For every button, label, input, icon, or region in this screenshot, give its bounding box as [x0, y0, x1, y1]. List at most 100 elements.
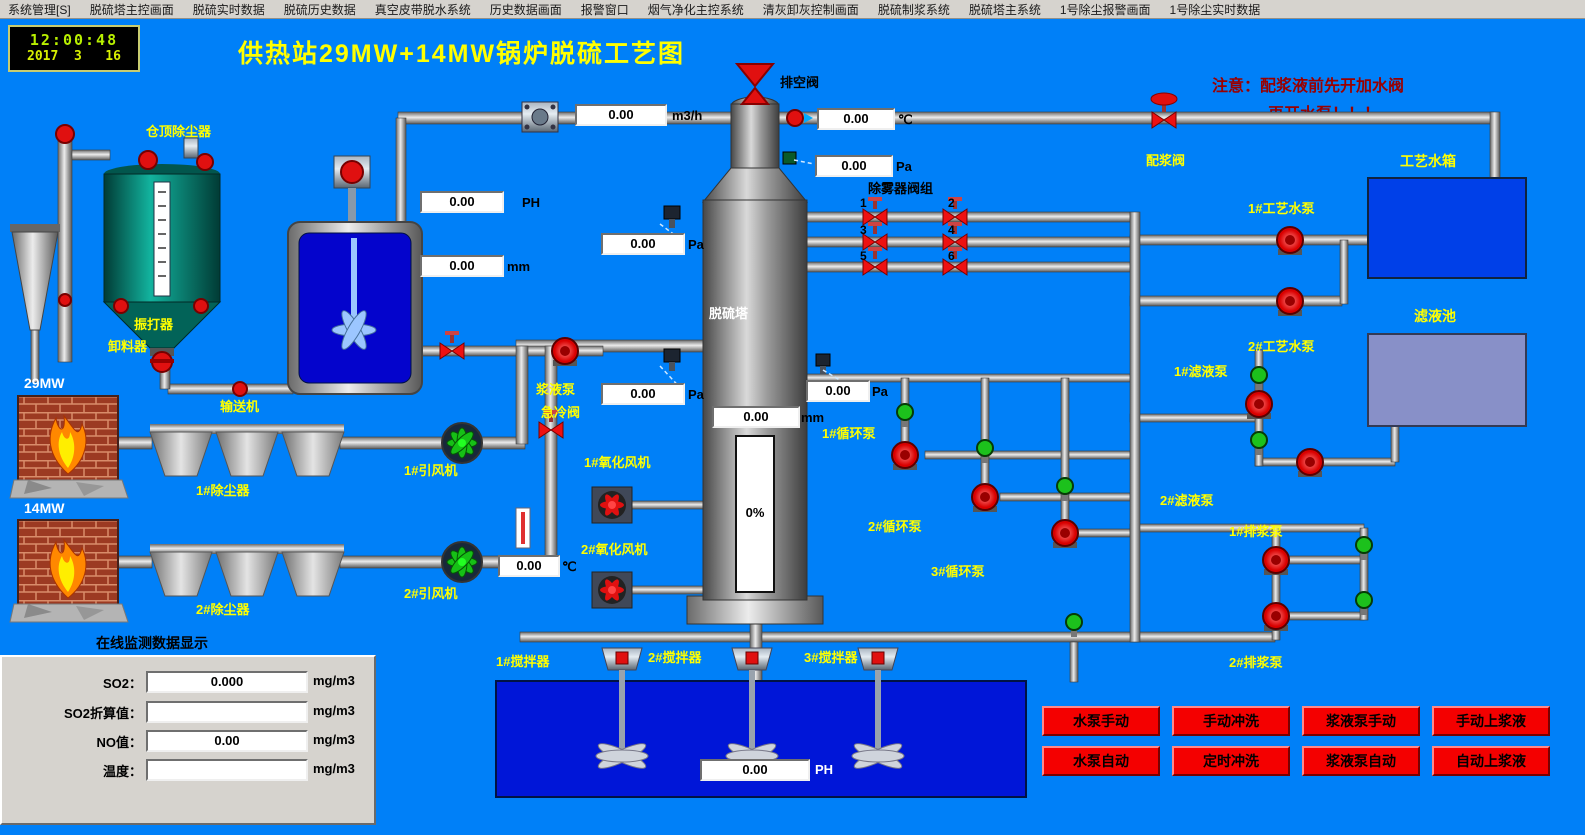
label-circulation-pump-3: 3#循环泵 — [931, 564, 985, 579]
tower-level-percent: 0% — [745, 505, 765, 520]
slurry-pump-auto-button[interactable]: 浆液泵自动 — [1302, 746, 1420, 776]
oxidation-fan-2[interactable] — [591, 571, 633, 609]
label-mixing-valve: 配浆阀 — [1146, 153, 1186, 168]
circulation-valve-1[interactable] — [896, 403, 914, 428]
menu-item-tower-main[interactable]: 脱硫塔主控画面 — [89, 2, 174, 17]
slurry-pump[interactable] — [551, 337, 579, 367]
label-discharge-pump-2: 2#排浆泵 — [1229, 655, 1283, 670]
pool-ph-display: 0.00 — [700, 759, 810, 781]
level-pipe-indicators — [55, 124, 75, 307]
conveyor-indicator — [232, 381, 248, 397]
induced-draft-fan-1[interactable] — [441, 422, 483, 464]
filtrate-pool-tank — [1367, 333, 1527, 427]
circulation-valve-2[interactable] — [976, 439, 994, 464]
label-slurry-pump: 浆液泵 — [536, 382, 576, 397]
label-dust-collector-1: 1#除尘器 — [196, 483, 250, 498]
filtrate-valve-2[interactable] — [1250, 431, 1268, 456]
discharge-valve-2[interactable] — [1355, 591, 1373, 616]
menu-item-history[interactable]: 脱硫历史数据 — [283, 2, 356, 17]
filtrate-pump-1[interactable] — [1245, 390, 1273, 420]
monitor-value-so2-conv — [146, 701, 308, 723]
label-vibrator: 振打器 — [134, 317, 174, 332]
label-discharge-pump-1: 1#排浆泵 — [1229, 524, 1283, 539]
monitor-value-temp — [146, 759, 308, 781]
pressure-low-display: 0.00 — [601, 383, 685, 405]
process-water-pump-2[interactable] — [1276, 287, 1304, 317]
discharge-rotary-valve[interactable] — [150, 351, 174, 373]
absorber-tower — [686, 96, 824, 625]
notice-line1: 注意：配浆液前先开加水阀 — [1212, 78, 1405, 95]
tower-level-unit: mm — [801, 410, 825, 425]
menu-item-ash-control[interactable]: 清灰卸灰控制画面 — [762, 2, 859, 17]
vent-valve[interactable] — [734, 63, 776, 105]
label-29mw: 29MW — [24, 375, 65, 391]
menu-item-vacuum-belt[interactable]: 真空皮带脱水系统 — [374, 2, 471, 17]
label-quench-valve: 急冷阀 — [541, 405, 581, 420]
tower-level-gauge — [735, 435, 775, 593]
label-filtrate-pump-1: 1#滤液泵 — [1174, 364, 1228, 379]
menu-item-realtime[interactable]: 脱硫实时数据 — [192, 2, 265, 17]
tower-pressure-display: 0.00 — [806, 380, 870, 402]
filtrate-valve-1[interactable] — [1250, 366, 1268, 391]
process-water-tank — [1367, 177, 1527, 279]
label-oxidation-fan-1: 1#氧化风机 — [584, 455, 651, 470]
slurry-discharge-pump-1[interactable] — [1262, 546, 1290, 576]
circulation-pump-3[interactable] — [1051, 519, 1079, 549]
auto-slurry-feed-button[interactable]: 自动上浆液 — [1432, 746, 1550, 776]
circulation-pump-1[interactable] — [891, 441, 919, 471]
flow-meter — [521, 101, 559, 133]
tank-ph-unit: PH — [522, 195, 541, 210]
menu-item-history-screen[interactable]: 历史数据画面 — [489, 2, 562, 17]
slurry-mixing-valve[interactable] — [1150, 92, 1178, 129]
pump-auto-button[interactable]: 水泵自动 — [1042, 746, 1160, 776]
menu-item-gas-purify[interactable]: 烟气净化主控系统 — [647, 2, 744, 17]
dust-collector-1 — [149, 424, 345, 477]
pressure-low-unit: Pa — [688, 387, 704, 402]
label-filtrate-pump-2: 2#滤液泵 — [1160, 493, 1214, 508]
label-id-fan-2: 2#引风机 — [404, 586, 458, 601]
process-water-pump-1[interactable] — [1276, 226, 1304, 256]
label-filtrate-pool: 滤液池 — [1414, 308, 1456, 324]
manual-flush-button[interactable]: 手动冲洗 — [1172, 706, 1290, 736]
monitor-unit-no: mg/m3 — [313, 732, 355, 747]
manual-slurry-feed-button[interactable]: 手动上浆液 — [1432, 706, 1550, 736]
tank-level-display: 0.00 — [420, 255, 504, 277]
pressure-top-unit: Pa — [896, 159, 912, 174]
menu-item-dust-alarm[interactable]: 1号除尘报警画面 — [1059, 2, 1151, 17]
clock-time: 12:00:48 — [29, 31, 119, 49]
flow-value-display: 0.00 — [575, 104, 667, 126]
filtrate-pump-2[interactable] — [1296, 448, 1324, 478]
fan-temp-display: 0.00 — [498, 555, 560, 577]
label-oxidation-fan-2: 2#氧化风机 — [581, 542, 648, 557]
label-agitator-1: 1#搅拌器 — [496, 654, 550, 669]
slurry-pump-manual-button[interactable]: 浆液泵手动 — [1302, 706, 1420, 736]
label-demister-valve-group: 除雾器阀组 — [868, 181, 934, 196]
thermometer-icon — [515, 507, 531, 549]
valve-number-4: 4 — [948, 223, 955, 237]
temp-tap-valve[interactable] — [786, 109, 813, 127]
timed-flush-button[interactable]: 定时冲洗 — [1172, 746, 1290, 776]
tank-agitator-blades — [331, 310, 377, 350]
tower-level-display: 0.00 — [712, 406, 800, 428]
pump-manual-button[interactable]: 水泵手动 — [1042, 706, 1160, 736]
monitor-panel-title: 在线监测数据显示 — [96, 635, 208, 651]
menu-item-dust-realtime[interactable]: 1号除尘实时数据 — [1169, 2, 1261, 17]
menu-item-tower-system[interactable]: 脱硫塔主系统 — [968, 2, 1041, 17]
label-circulation-pump-2: 2#循环泵 — [868, 519, 922, 534]
induced-draft-fan-2[interactable] — [441, 541, 483, 583]
monitor-label-so2-conv: SO2折算值： — [63, 706, 142, 721]
menu-item-slurry-system[interactable]: 脱硫制浆系统 — [877, 2, 950, 17]
label-agitator-3: 3#搅拌器 — [804, 650, 858, 665]
label-vent-valve: 排空阀 — [780, 75, 820, 90]
temp-top-display: 0.00 — [817, 108, 895, 130]
oxidation-fan-1[interactable] — [591, 486, 633, 524]
menu-item-system[interactable]: 系统管理[S] — [8, 2, 71, 17]
menu-item-alarm-window[interactable]: 报警窗口 — [580, 2, 629, 17]
slurry-discharge-pump-2[interactable] — [1262, 602, 1290, 632]
pressure-mid-display: 0.00 — [601, 233, 685, 255]
label-process-water-pump-1: 1#工艺水泵 — [1248, 201, 1315, 216]
label-silo-dust-collector: 仓顶除尘器 — [146, 124, 212, 139]
circulation-pump-2[interactable] — [971, 483, 999, 513]
